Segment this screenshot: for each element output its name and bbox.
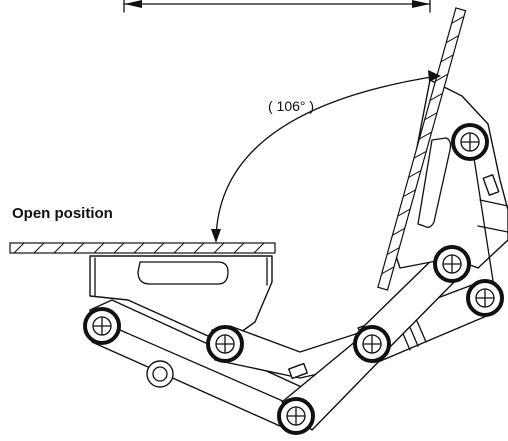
pivot-joint: [277, 397, 315, 435]
opening-angle-label: ( 106° ): [268, 98, 314, 114]
angle-arc: [211, 70, 441, 243]
dimension-arrow: [123, 0, 431, 13]
door-panel-open: [9, 242, 276, 254]
pivot-joint: [433, 245, 471, 283]
pivot-joint: [466, 279, 504, 317]
pivot-joint: [83, 307, 121, 345]
linkage-arms: [89, 251, 497, 433]
pivot-joint: [206, 325, 244, 363]
door-panel-rotated: [377, 7, 467, 291]
open-position-label: Open position: [12, 205, 113, 222]
pivot-joint: [353, 325, 391, 363]
pivot-joints: [83, 123, 504, 435]
pivot-joint: [451, 123, 489, 161]
